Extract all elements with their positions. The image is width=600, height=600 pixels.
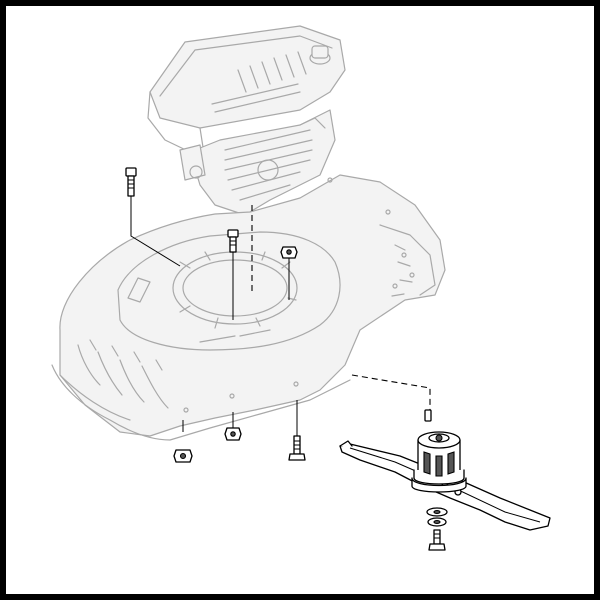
blade-washer [426, 507, 448, 527]
mower-deck [51, 174, 446, 441]
deck-bolt-right [288, 435, 306, 461]
engine [147, 25, 346, 216]
leader-line-left-bolt [130, 195, 181, 267]
crankshaft-axis-lower [351, 374, 431, 420]
engine-bolt-center [227, 229, 239, 253]
deck-nut-center [224, 427, 242, 441]
adapter-key-pin [424, 409, 432, 422]
deck-nut-left [173, 449, 193, 463]
engine-mount-bolt [125, 167, 137, 197]
blade-adapter [411, 431, 467, 493]
engine-nut-right [280, 246, 298, 259]
blade-bolt [428, 529, 446, 551]
